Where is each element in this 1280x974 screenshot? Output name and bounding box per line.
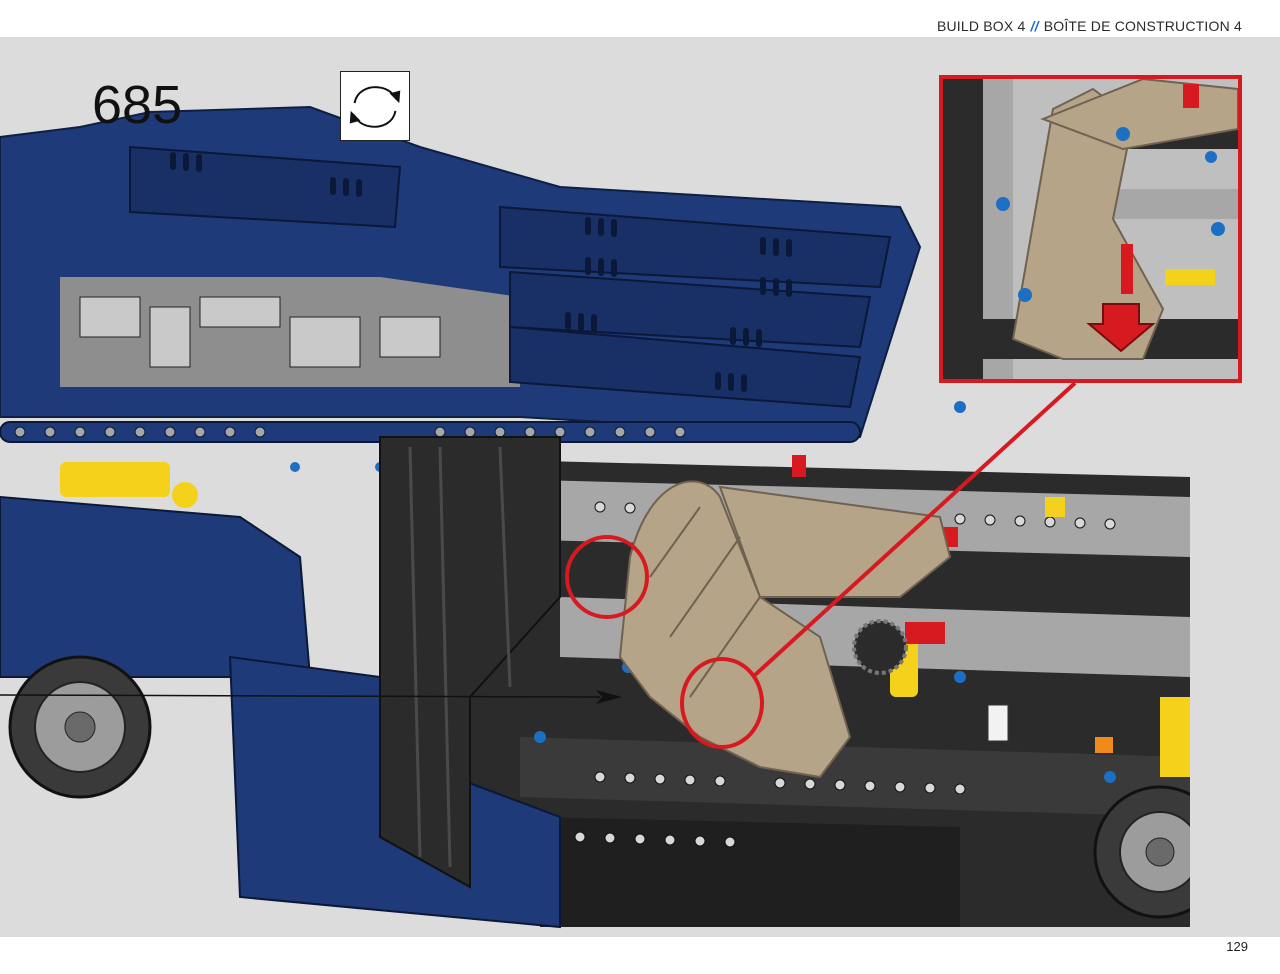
rotate-model-icon [340,71,410,141]
seat-attachment-detail [943,79,1238,379]
build-box-label-fr: BOÎTE DE CONSTRUCTION 4 [1043,18,1242,34]
header-separator: // [1030,18,1039,34]
step-number: 685 [92,75,183,135]
build-box-header: BUILD BOX 4//BOÎTE DE CONSTRUCTION 4 [937,18,1242,38]
page-number: 129 [1226,939,1248,954]
rotate-arrows-icon [349,86,401,128]
detail-callout-inset [939,75,1242,383]
build-box-label-en: BUILD BOX 4 [936,18,1026,34]
